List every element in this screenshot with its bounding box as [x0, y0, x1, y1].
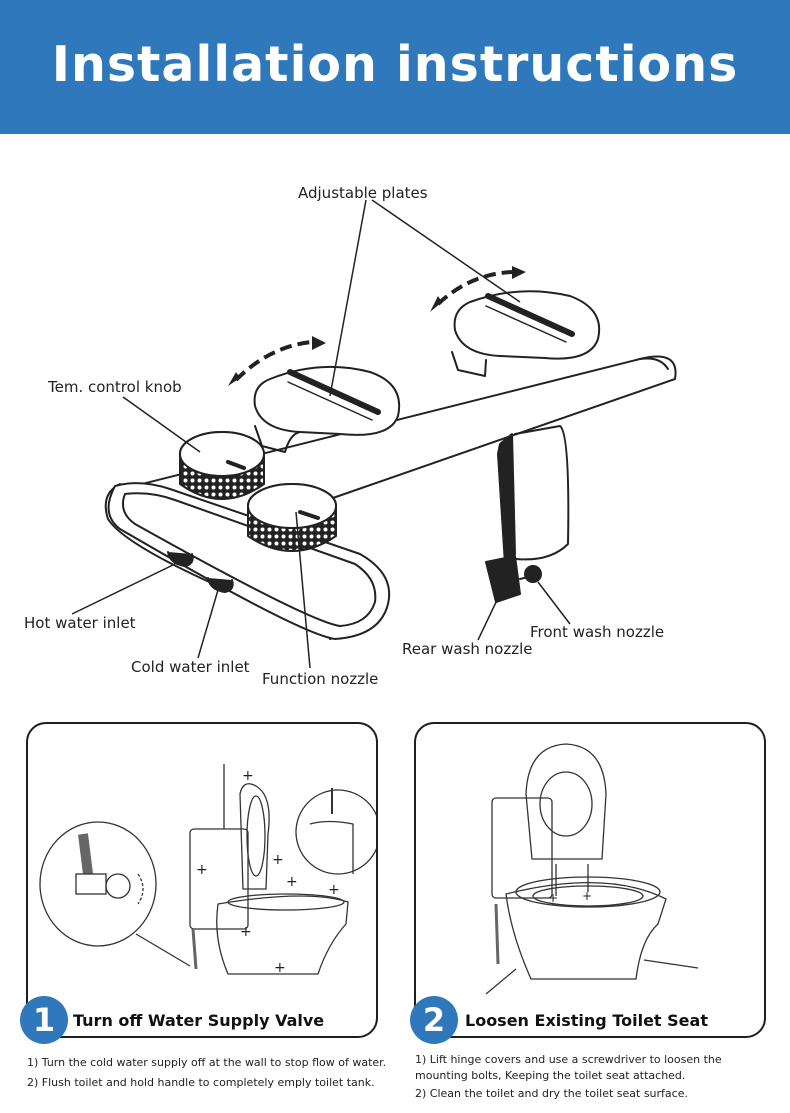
svg-text:+: + — [274, 960, 286, 976]
svg-text:+: + — [242, 768, 254, 784]
step-1-notes: 1) Turn the cold water supply off at the… — [27, 1055, 387, 1091]
step-1-note-1: 1) Turn the cold water supply off at the… — [27, 1056, 387, 1069]
svg-text:+: + — [582, 889, 592, 903]
label-cold-inlet: Cold water inlet — [131, 658, 250, 676]
bidet-illustration — [71, 199, 677, 669]
label-function-nozzle: Function nozzle — [262, 670, 379, 688]
label-front-nozzle: Front wash nozzle — [530, 623, 665, 641]
water-valve-illustration: +++ +++ + — [39, 764, 376, 976]
svg-text:+: + — [240, 924, 252, 940]
step-1-title: Turn off Water Supply Valve — [73, 1011, 325, 1030]
step-2-panel: ++ — [414, 722, 766, 1038]
step-2-badge: 2 — [410, 996, 458, 1044]
label-adjustable-plates: Adjustable plates — [298, 184, 428, 202]
step-2-title: Loosen Existing Toilet Seat — [465, 1011, 708, 1030]
bidet-diagram: Adjustable plates Tem. control knob Hot … — [0, 134, 790, 714]
svg-text:+: + — [548, 891, 558, 905]
step-2-notes: 1) Lift hinge covers and use a screwdriv… — [415, 1052, 755, 1102]
page-title: Installation instructions — [51, 36, 739, 93]
label-rear-nozzle: Rear wash nozzle — [402, 640, 533, 658]
svg-text:+: + — [286, 874, 298, 890]
svg-text:+: + — [272, 852, 284, 868]
step-1-badge: 1 — [20, 996, 68, 1044]
header-banner: Installation instructions — [0, 0, 790, 134]
svg-text:+: + — [328, 882, 340, 898]
label-hot-inlet: Hot water inlet — [24, 614, 136, 632]
step-2-note-1: 1) Lift hinge covers and use a screwdriv… — [415, 1053, 722, 1082]
label-temp-knob: Tem. control knob — [48, 378, 182, 396]
step-1-note-2: 2) Flush toilet and hold handle to compl… — [27, 1076, 375, 1089]
step-2-note-2: 2) Clean the toilet and dry the toilet s… — [415, 1087, 688, 1100]
toilet-seat-illustration: ++ — [485, 743, 699, 995]
step-1-panel: +++ +++ + — [26, 722, 378, 1038]
svg-text:+: + — [196, 862, 208, 878]
